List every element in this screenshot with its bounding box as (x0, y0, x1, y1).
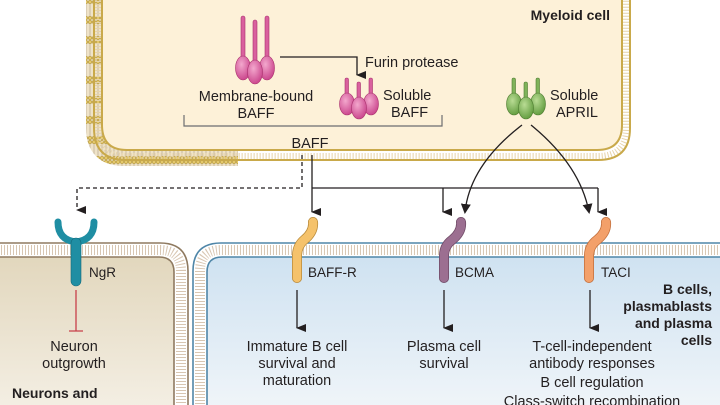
membrane-bound-baff-trimer (235, 15, 275, 85)
myeloid-membrane (93, 0, 631, 161)
soluble-april-label-line2: APRIL (556, 105, 598, 121)
soluble-april-label-line1: Soluble (550, 88, 598, 104)
baffr-outcome-line2: survival and (258, 356, 335, 372)
neurons-cell-label-line1: Neurons and (12, 385, 98, 401)
soluble-baff-trimer (339, 77, 379, 120)
soluble-baff-label-line1: Soluble (383, 88, 431, 104)
ngr-outcome-line1: Neuron (50, 339, 98, 355)
taci-outcome-line3: B cell regulation (540, 375, 643, 391)
ngr-inhibition-line (69, 290, 83, 332)
baffr-outcome-line1: Immature B cell (247, 339, 348, 355)
baffr-outcome-line3: maturation (263, 373, 332, 389)
ngr-label: NgR (89, 265, 116, 280)
furin-cleavage-arrow (280, 56, 366, 79)
baff-group-label: BAFF (291, 136, 328, 152)
bcma-receptor (439, 217, 467, 283)
myeloid-cell (86, 0, 238, 166)
bcma-outcome-line1: Plasma cell (407, 339, 481, 355)
bcells-label-line3: and plasma (635, 315, 712, 331)
soluble-april-trimer (506, 77, 546, 120)
bcells-label-line2: plasmablasts (623, 298, 712, 314)
taci-label: TACI (601, 265, 631, 280)
bcma-outcome-line2: survival (419, 356, 468, 372)
taci-outcome-line2: antibody responses (529, 356, 655, 372)
bcells-label-line1: B cells, (663, 281, 712, 297)
neuron-astrocyte-cell (0, 242, 189, 405)
b-cell (192, 242, 720, 405)
taci-outcome-line4: Class-switch recombination (504, 394, 680, 405)
april-to-taci-arrow (530, 124, 593, 214)
taci-receptor (584, 217, 612, 283)
soluble-baff-label-line2: BAFF (391, 105, 428, 121)
membrane-bound-baff-label-line2: BAFF (237, 106, 274, 122)
baff-bracket (183, 115, 443, 127)
bcells-label-line4: cells (681, 332, 712, 348)
ngr-outcome-line2: outgrowth (42, 356, 106, 372)
furin-protease-label: Furin protease (365, 55, 459, 71)
baffr-label: BAFF-R (308, 265, 357, 280)
baffr-receptor (292, 217, 319, 283)
bcma-label: BCMA (455, 265, 494, 280)
baff-to-ngr-dashed-arrow (76, 155, 303, 214)
april-to-bcma-arrow (460, 124, 523, 214)
myeloid-cell-label: Myeloid cell (531, 7, 610, 23)
ngr-receptor (54, 218, 98, 287)
membrane-bound-baff-label-line1: Membrane-bound (199, 89, 313, 105)
taci-outcome-line1: T-cell-independent (532, 339, 651, 355)
